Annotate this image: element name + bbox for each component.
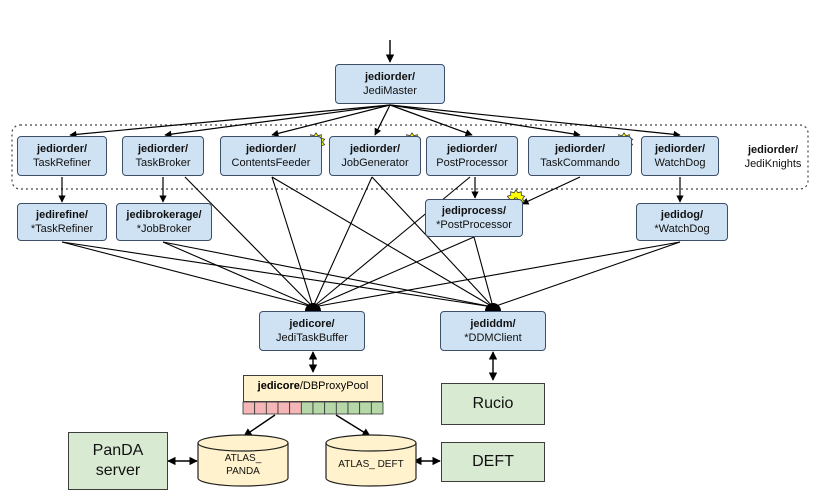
jediknights-label: jediorder/ JediKnights: [738, 143, 808, 171]
pool-pkg: jedicore: [257, 380, 300, 392]
knight-jobgenerator-box: jediorder/ JobGenerator: [329, 136, 421, 176]
knights-group-boundary: [11, 124, 809, 190]
knight-taskcommando-box: jediorder/ TaskCommando: [528, 136, 632, 176]
deft-label: DEFT: [472, 453, 514, 470]
knight-name: JobGenerator: [341, 157, 409, 169]
knight-taskbroker-box: jediorder/ TaskBroker: [122, 136, 204, 176]
knight-pkg: jediorder/: [349, 143, 401, 155]
dbproxypool-box: jedicore/DBProxyPool: [243, 375, 383, 402]
knights-to-modules-arrows: [58, 176, 684, 205]
jedimaster-name: JediMaster: [363, 85, 417, 97]
pool-name: /DBProxyPool: [299, 380, 369, 392]
panda-line1: PanDA: [92, 442, 144, 459]
knight-name: TaskBroker: [135, 157, 191, 169]
module-name: *JobBroker: [136, 223, 192, 235]
pool-slot-busy: [242, 401, 256, 415]
jediknights-name: JediKnights: [744, 158, 802, 170]
knight-pkg: jediorder/: [554, 143, 606, 155]
jedimaster-pkg: jediorder/: [364, 71, 416, 83]
pool-slot-free: [335, 401, 349, 415]
module-pkg: jediprocess/: [441, 205, 507, 217]
pool-slot-free: [312, 401, 326, 415]
module-pkg: jedibrokerage/: [126, 209, 202, 221]
jedirefine-box: jedirefine/ *TaskRefiner: [17, 203, 107, 241]
knight-pkg: jediorder/: [137, 143, 189, 155]
jediprocess-box: jediprocess/ *PostProcessor: [425, 199, 523, 237]
pool-slot-free: [347, 401, 361, 415]
knight-contentsfeeder-box: jediorder/ ContentsFeeder: [220, 136, 322, 176]
jedidog-box: jedidog/ *WatchDog: [636, 203, 728, 241]
pool-slot-busy: [265, 401, 279, 415]
atlas-panda-label: ATLAS_ PANDA: [198, 452, 288, 478]
atlas-deft-cylinder: [325, 434, 417, 487]
atlas-panda-cylinder: [197, 434, 289, 487]
pool-slot-free: [359, 401, 372, 415]
knight-pkg: jediorder/: [654, 143, 706, 155]
knight-name: WatchDog: [654, 157, 706, 169]
lines-to-ddmclient: [61, 176, 681, 308]
knight-watchdog-box: jediorder/ WatchDog: [641, 136, 719, 176]
deft-box: DEFT: [441, 442, 545, 482]
atlas-deft-label: ATLAS_ DEFT: [326, 458, 416, 471]
core-pkg: jedicore/: [289, 318, 335, 330]
ddmclient-box: jediddm/ *DDMClient: [440, 311, 546, 351]
jedimaster-box: jediorder/ JediMaster: [335, 64, 445, 104]
core-name: JediTaskBuffer: [276, 332, 348, 344]
atlas-panda-line1: ATLAS_: [224, 453, 262, 464]
jeditaskbuffer-box: jedicore/ JediTaskBuffer: [259, 311, 365, 351]
knight-name: ContentsFeeder: [231, 157, 311, 169]
knight-name: TaskRefiner: [32, 157, 92, 169]
knight-pkg: jediorder/: [446, 143, 498, 155]
knight-postprocessor-box: jediorder/ PostProcessor: [426, 136, 518, 176]
panda-server-box: PanDA server: [68, 432, 168, 490]
jediknights-pkg: jediorder/: [747, 144, 799, 156]
jedibrokerage-box: jedibrokerage/ *JobBroker: [116, 203, 212, 241]
module-name: *TaskRefiner: [30, 223, 94, 235]
module-pkg: jedidog/: [660, 209, 704, 221]
pool-slot-busy: [254, 401, 267, 415]
atlas-deft-line1: ATLAS_ DEFT: [338, 459, 404, 470]
lines-to-taskbuffer: [61, 176, 681, 308]
taskbuffer-port: [305, 303, 321, 311]
rucio-box: Rucio: [441, 383, 545, 425]
panda-line2: server: [95, 462, 141, 479]
knight-pkg: jediorder/: [36, 143, 88, 155]
module-name: *WatchDog: [654, 223, 710, 235]
master-to-knights-arrows: [69, 104, 681, 138]
module-name: *PostProcessor: [436, 219, 512, 231]
pool-slot-busy: [277, 401, 291, 415]
knight-pkg: jediorder/: [245, 143, 297, 155]
pool-to-atlas-panda-arrow: [243, 414, 276, 437]
pool-to-atlas-deft-arrow: [335, 414, 371, 437]
knight-name: PostProcessor: [436, 157, 508, 169]
atlas-panda-line2: PANDA: [226, 466, 260, 477]
ddmclient-port: [485, 303, 501, 311]
module-pkg: jedirefine/: [36, 209, 88, 221]
pool-slot-free: [370, 401, 384, 415]
pool-slot-busy: [289, 401, 302, 415]
ddm-pkg: jediddm/: [470, 318, 516, 330]
pool-slot-strip: [242, 401, 384, 415]
knight-taskrefiner-box: jediorder/ TaskRefiner: [17, 136, 107, 176]
pool-slot-free: [324, 401, 337, 415]
rucio-label: Rucio: [472, 395, 514, 412]
knight-name: TaskCommando: [540, 157, 620, 169]
ddm-name: *DDMClient: [464, 332, 522, 344]
pool-slot-free: [300, 401, 314, 415]
